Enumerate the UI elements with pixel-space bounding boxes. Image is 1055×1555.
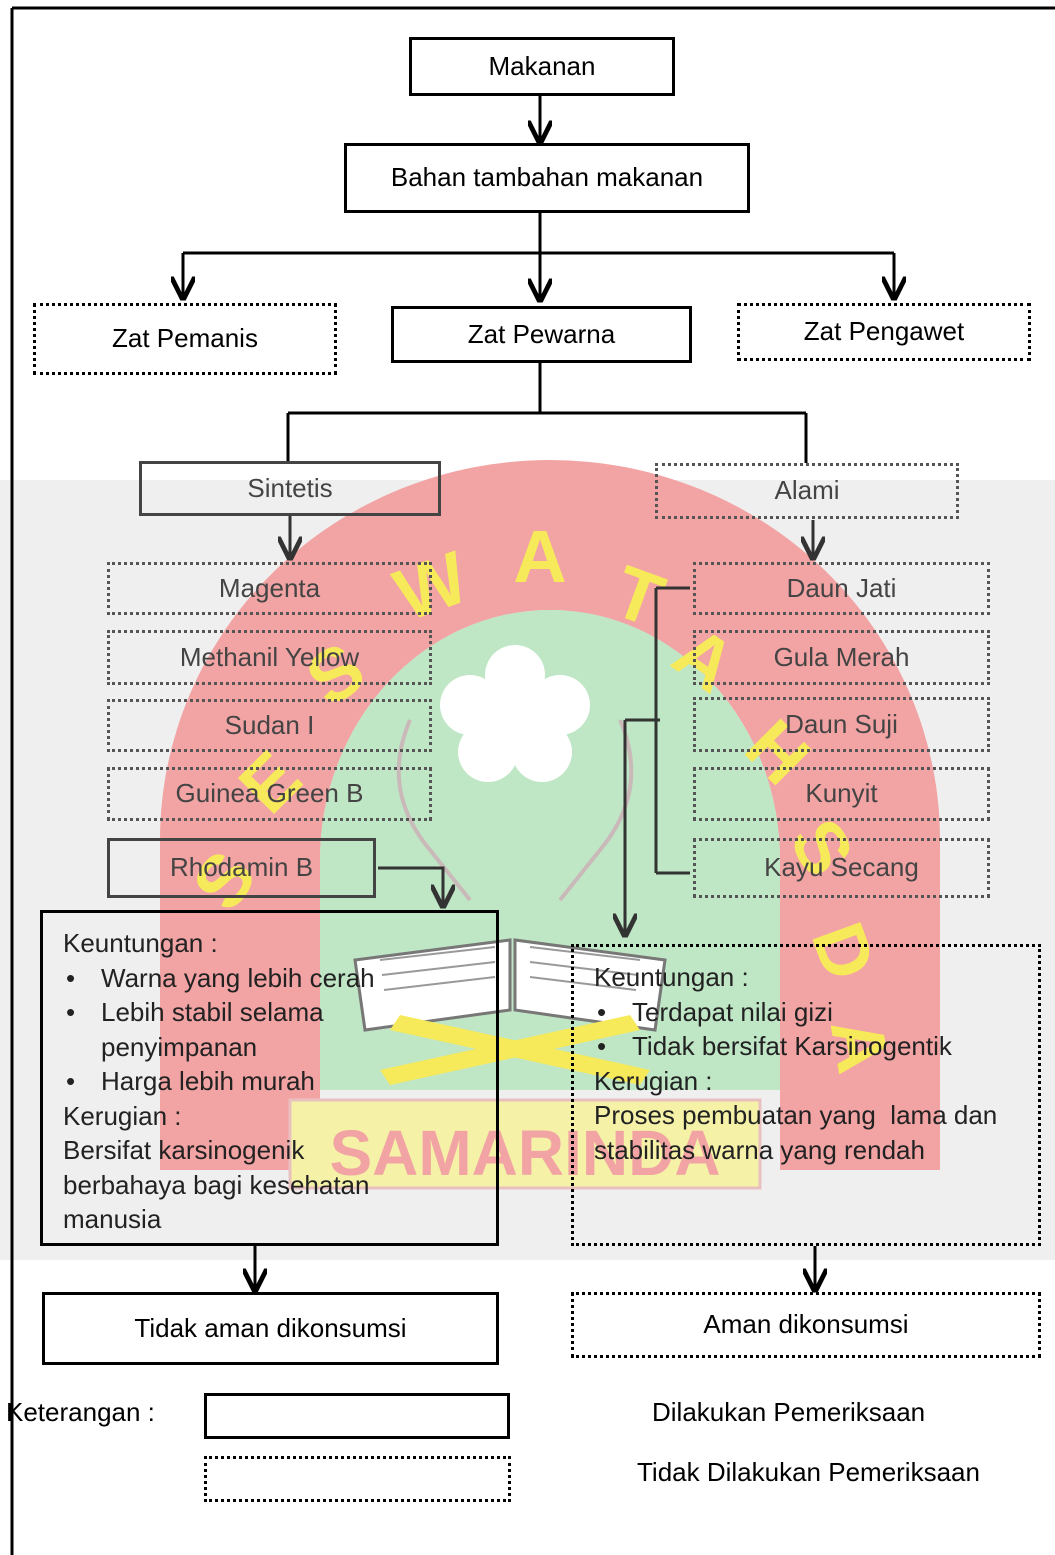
synthetic-dis-title: Kerugian : [63,1100,182,1131]
legend-solid-label: Dilakukan Pemeriksaan [652,1397,926,1427]
node-sintetis: Sintetis [139,461,441,516]
natural-adv-title: Keuntungan : [594,962,749,992]
watermark-city: SAMARINDA [329,1117,720,1189]
natural-detail-box [571,944,1041,1246]
synthetic-item-methanil-yellow: Methanil Yellow [107,630,432,685]
flower-icon [440,645,590,782]
node-zat-pengawet: Zat Pengawet [737,303,1031,361]
natural-item-kayu-secang: Kayu Secang [693,838,990,898]
synthetic-detail-text: Keuntungan : Warna yang lebih cerah Lebi… [63,926,483,1237]
node-bahan-tambahan-makanan: Bahan tambahan makanan [344,143,750,213]
legend-title: Keterangan : [6,1397,155,1427]
legend-solid-swatch [204,1393,510,1439]
node-alami: Alami [655,463,959,519]
synthetic-item-rhodamin-b: Rhodamin B [107,838,376,898]
natural-detail-text: Keuntungan : Terdapat nilai gizi Tidak b… [594,960,1014,1167]
natural-dis-title: Kerugian : [594,1065,713,1096]
synthetic-item-guinea-green-b: Guinea Green B [107,767,432,821]
synthetic-item-magenta: Magenta [107,562,432,615]
synthetic-adv-item: Harga lebih murah [63,1064,483,1099]
synthetic-item-sudan-i: Sudan I [107,699,432,752]
natural-item-daun-jati: Daun Jati [693,562,990,615]
wm-letter: A [513,515,566,598]
synthetic-dis-text: Bersifat karsinogenik berbahaya bagi kes… [63,1135,370,1234]
legend-dotted-label: Tidak Dilakukan Pemeriksaan [637,1457,980,1487]
natural-item-daun-suji: Daun Suji [693,697,990,752]
synthetic-detail-box [40,910,499,1246]
node-zat-pemanis: Zat Pemanis [33,303,337,375]
natural-dis-text: Proses pembuatan yang lama dan stabilita… [594,1100,1005,1165]
natural-item-kunyit: Kunyit [693,767,990,821]
legend-dotted-swatch [204,1456,511,1502]
natural-item-gula-merah: Gula Merah [693,630,990,685]
synthetic-adv-title: Keuntungan : [63,928,218,958]
synthetic-adv-item: Warna yang lebih cerah [63,961,483,996]
node-zat-pewarna: Zat Pewarna [391,306,692,363]
node-aman: Aman dikonsumsi [571,1292,1041,1358]
node-tidak-aman: Tidak aman dikonsumsi [42,1292,499,1365]
natural-adv-item: Tidak bersifat Karsinogentik [594,1029,1014,1064]
watermark-outer-arch [160,460,940,1170]
natural-adv-item: Terdapat nilai gizi [594,995,1014,1030]
synthetic-adv-item: Lebih stabil selama penyimpanan [63,995,361,1064]
node-makanan: Makanan [409,37,675,96]
synthetic-adv-list: Warna yang lebih cerah Lebih stabil sela… [63,961,483,1099]
natural-adv-list: Terdapat nilai gizi Tidak bersifat Karsi… [594,995,1014,1064]
